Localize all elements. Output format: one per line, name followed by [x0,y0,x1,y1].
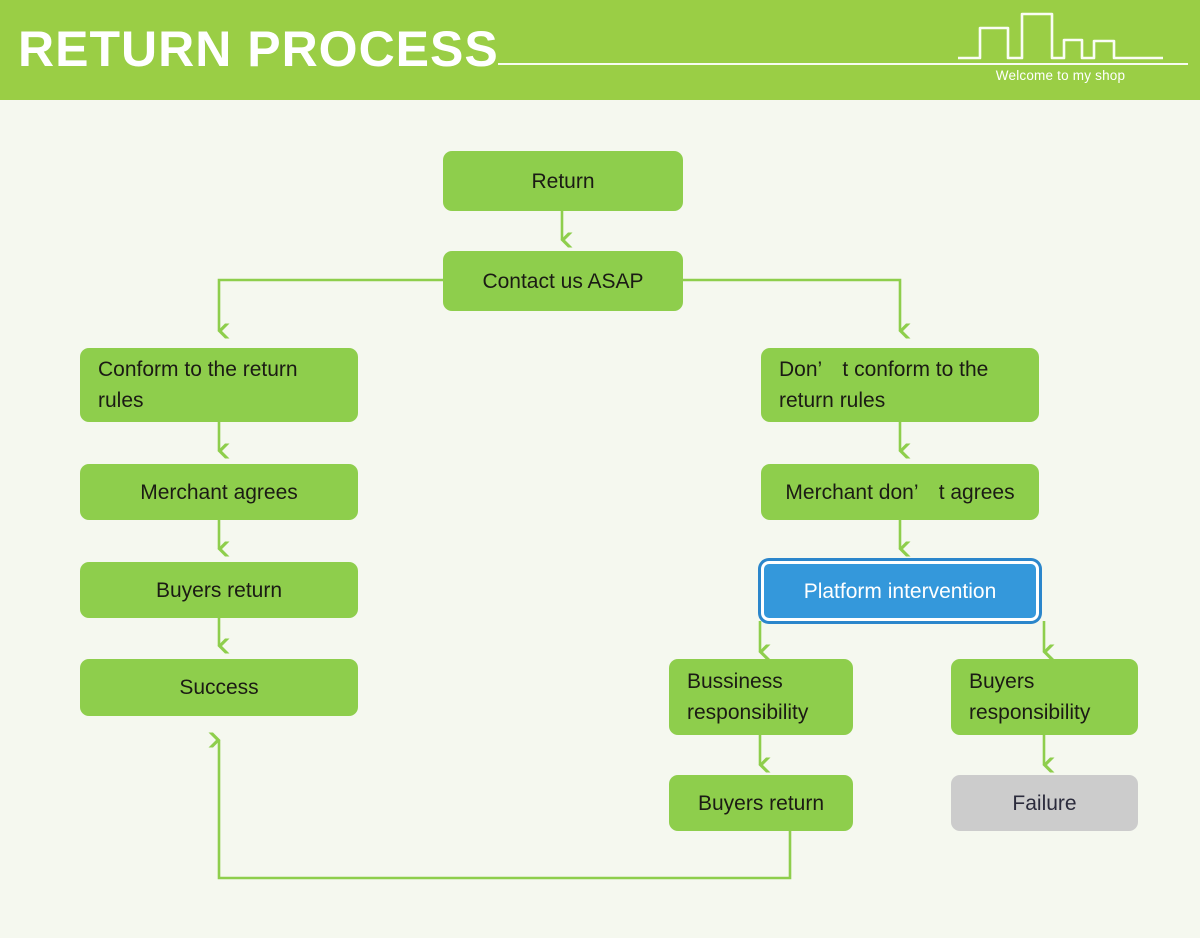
node-contact-us-asap[interactable]: Contact us ASAP [443,251,683,311]
node-buyers-responsibility[interactable]: Buyers responsibility [951,659,1138,735]
edge-contact-to-conform [217,278,443,339]
node-conform-to-return-rules[interactable]: Conform to the return rules [80,348,358,422]
title-underline-rule [498,63,1188,65]
node-platform-intervention[interactable]: Platform intervention [761,561,1039,621]
shop-tagline: Welcome to my shop [995,68,1126,83]
node-buyers-return-left[interactable]: Buyers return [80,562,358,618]
node-return[interactable]: Return [443,151,683,211]
edge-contact-to-not-conform [682,278,911,339]
node-dont-conform-to-return-rules[interactable]: Don’ t conform to the return rules [761,348,1039,422]
node-merchant-dont-agrees[interactable]: Merchant don’ t agrees [761,464,1039,520]
node-success[interactable]: Success [80,659,358,716]
node-buyers-return-right[interactable]: Buyers return [669,775,853,831]
node-bussiness-responsibility[interactable]: Bussiness responsibility [669,659,853,735]
slide-header: RETURN PROCESS Welcome to my shop [0,0,1200,100]
node-failure[interactable]: Failure [951,775,1138,831]
page-title: RETURN PROCESS [18,21,499,77]
node-merchant-agrees[interactable]: Merchant agrees [80,464,358,520]
city-skyline-icon [958,12,1163,60]
